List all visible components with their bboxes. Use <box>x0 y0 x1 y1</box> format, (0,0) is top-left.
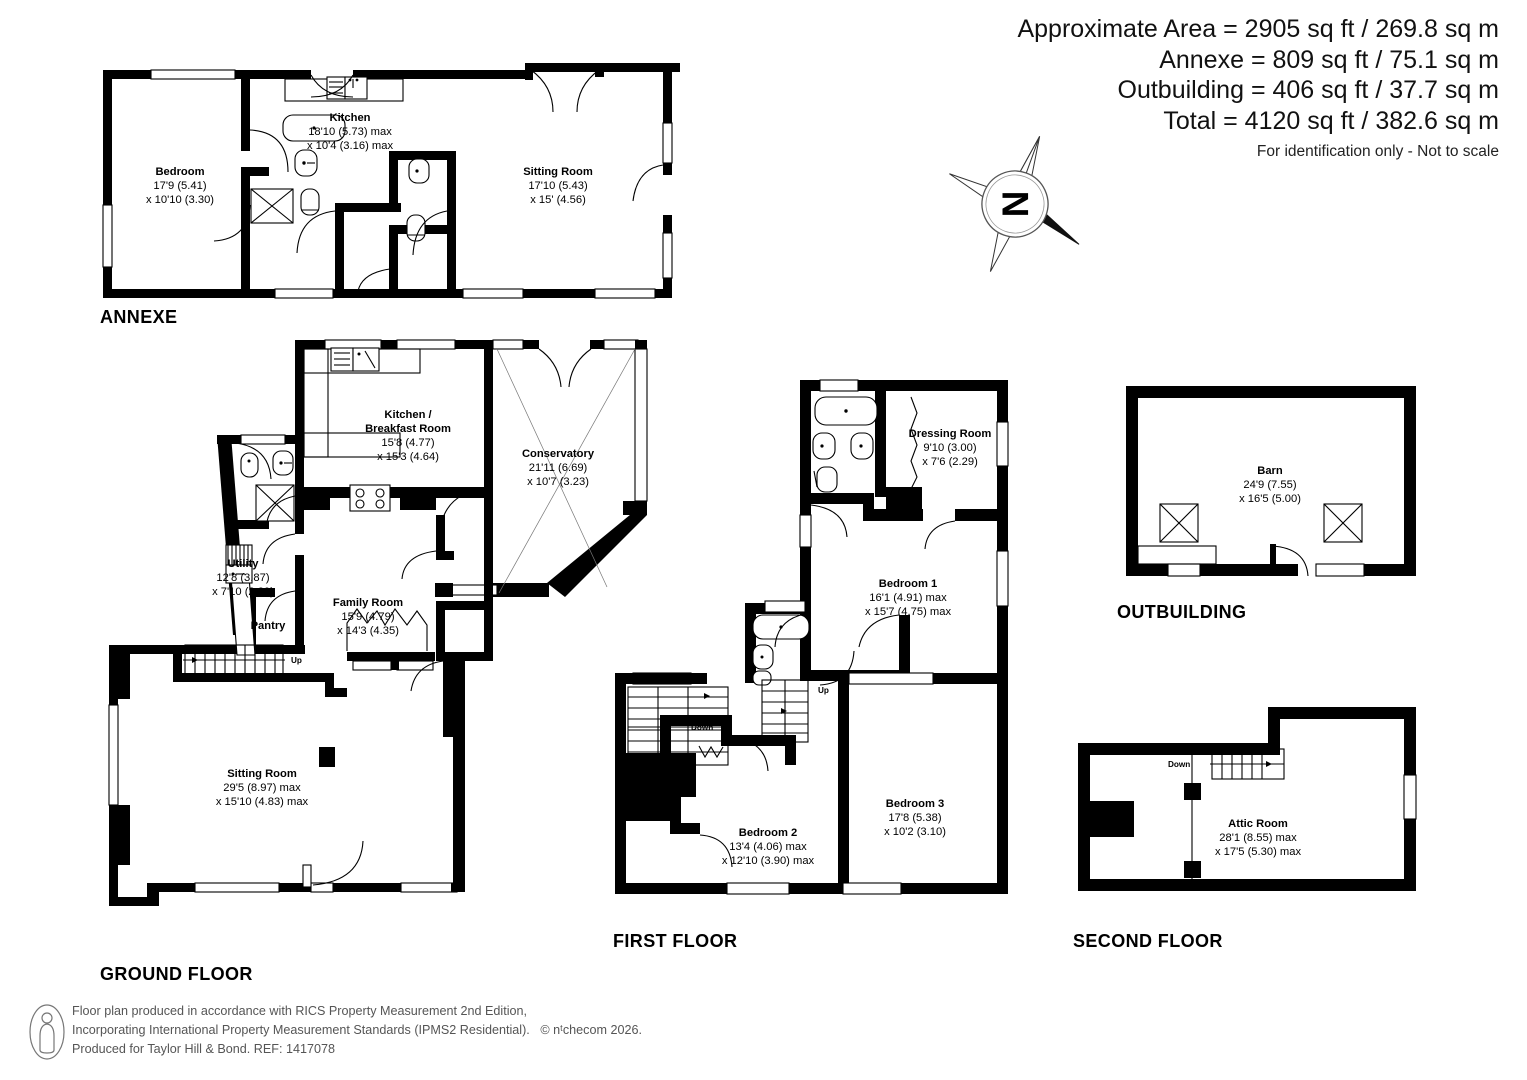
annexe-area-text: Annexe = 809 sq ft / 75.1 sq m <box>1159 45 1499 74</box>
approx-area-text: Approximate Area = 2905 sq ft / 269.8 sq… <box>1017 15 1499 43</box>
outbuilding-fixtures <box>1137 503 1363 577</box>
annexe-walls <box>102 63 680 299</box>
outbuilding-room-dim1-barn: 24'9 (7.55) <box>1243 479 1296 491</box>
outbuilding-label: OUTBUILDING <box>1117 602 1247 622</box>
ground-fixtures <box>183 347 636 767</box>
annexe-floor-label: ANNEXE <box>100 307 178 327</box>
second-room-dim2-attic: x 17'5 (5.30) max <box>1215 846 1301 858</box>
sink-icon <box>344 76 368 100</box>
outbuilding-walls <box>1126 386 1416 577</box>
ground-walls <box>108 339 648 906</box>
area-summary: Approximate Area = 2905 sq ft / 269.8 sq… <box>1017 14 1499 162</box>
annexe-doors <box>213 69 664 292</box>
ground-floor-plan <box>108 339 648 906</box>
footer-line-2: Incorporating International Property Mea… <box>72 1023 530 1038</box>
compass-north-label: N <box>995 191 1036 218</box>
stairs-up-ground <box>183 644 285 676</box>
outbuilding-room-name-barn: Barn <box>1257 465 1283 477</box>
basin-icon <box>812 432 836 460</box>
post-icon <box>1184 783 1201 800</box>
annexe-fixtures <box>250 76 430 242</box>
ground-doors <box>234 348 592 888</box>
outbuilding-plan: Barn 24'9 (7.55) x 16'5 (5.00) <box>1126 386 1416 577</box>
ground-floor-label: GROUND FLOOR <box>100 964 253 984</box>
footer-line-3: Produced for Taylor Hill & Bond. REF: 14… <box>72 1042 335 1057</box>
second-room-name-attic: Attic Room <box>1228 818 1288 830</box>
fireplace-pier <box>319 747 335 767</box>
first-walls <box>615 379 1009 895</box>
wc-icon <box>300 188 320 216</box>
basin-icon <box>272 450 294 476</box>
first-floor-plan <box>615 379 1009 895</box>
annexe-plan <box>102 63 680 299</box>
second-fixtures <box>1184 748 1285 879</box>
second-room-dim1-attic: 28'1 (8.55) max <box>1219 832 1297 844</box>
outbuilding-room-dim2-barn: x 16'5 (5.00) <box>1239 493 1301 505</box>
footer-copyright: © nᵗchecom 2026. <box>540 1023 642 1038</box>
disclaimer-text: For identification only - Not to scale <box>1256 143 1499 160</box>
post-icon <box>1184 861 1201 878</box>
total-area-text: Total = 4120 sq ft / 382.6 sq m <box>1163 106 1499 135</box>
stairs-down-second <box>1210 748 1285 780</box>
compass-rose: N <box>949 136 1080 272</box>
basin-icon <box>294 149 318 177</box>
footer-text: Floor plan produced in accordance with R… <box>72 1002 642 1059</box>
first-doors <box>699 504 956 868</box>
second-floor-plan: Attic Room 28'1 (8.55) max x 17'5 (5.30)… <box>1078 707 1417 891</box>
wc-icon <box>240 452 259 478</box>
first-fixtures <box>627 396 918 766</box>
first-floor-label: FIRST FLOOR <box>613 931 738 951</box>
cooker-icon <box>349 484 391 512</box>
basin-icon <box>408 158 430 184</box>
second-walls <box>1078 707 1417 891</box>
footer-line-2-wrap: Incorporating International Property Mea… <box>72 1021 642 1040</box>
footer-line-1: Floor plan produced in accordance with R… <box>72 1004 528 1018</box>
second-floor-label: SECOND FLOOR <box>1073 931 1223 951</box>
second-stair-down-label: Down <box>1168 760 1190 769</box>
wc-icon <box>816 466 838 493</box>
outbuilding-area-text: Outbuilding = 406 sq ft / 37.7 sq m <box>1117 76 1499 104</box>
stairs-down-first <box>627 686 729 766</box>
stairs-up-first <box>761 679 809 743</box>
person-icon <box>29 1004 65 1060</box>
